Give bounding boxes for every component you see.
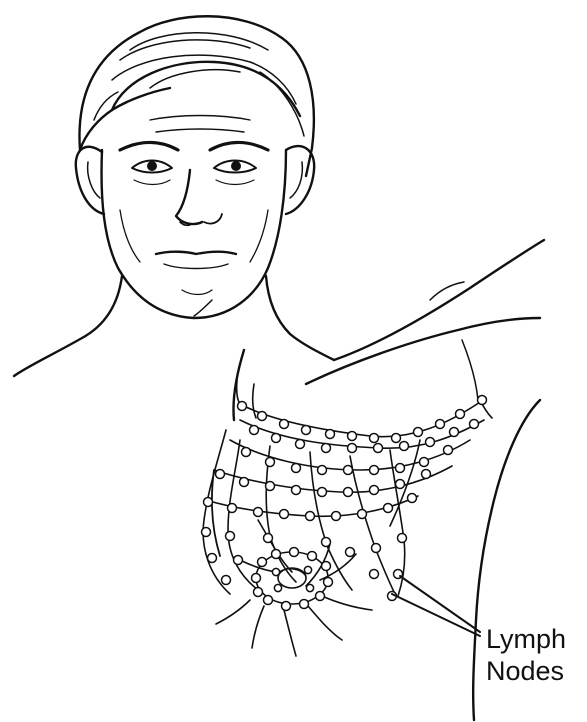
nodes-label-line2: Nodes bbox=[486, 656, 564, 686]
head bbox=[76, 16, 314, 318]
callout-lines bbox=[392, 576, 480, 636]
lymph-vessels bbox=[203, 372, 492, 656]
lymph-label-line1: Lymph bbox=[486, 624, 566, 654]
torso-outline bbox=[14, 240, 544, 720]
